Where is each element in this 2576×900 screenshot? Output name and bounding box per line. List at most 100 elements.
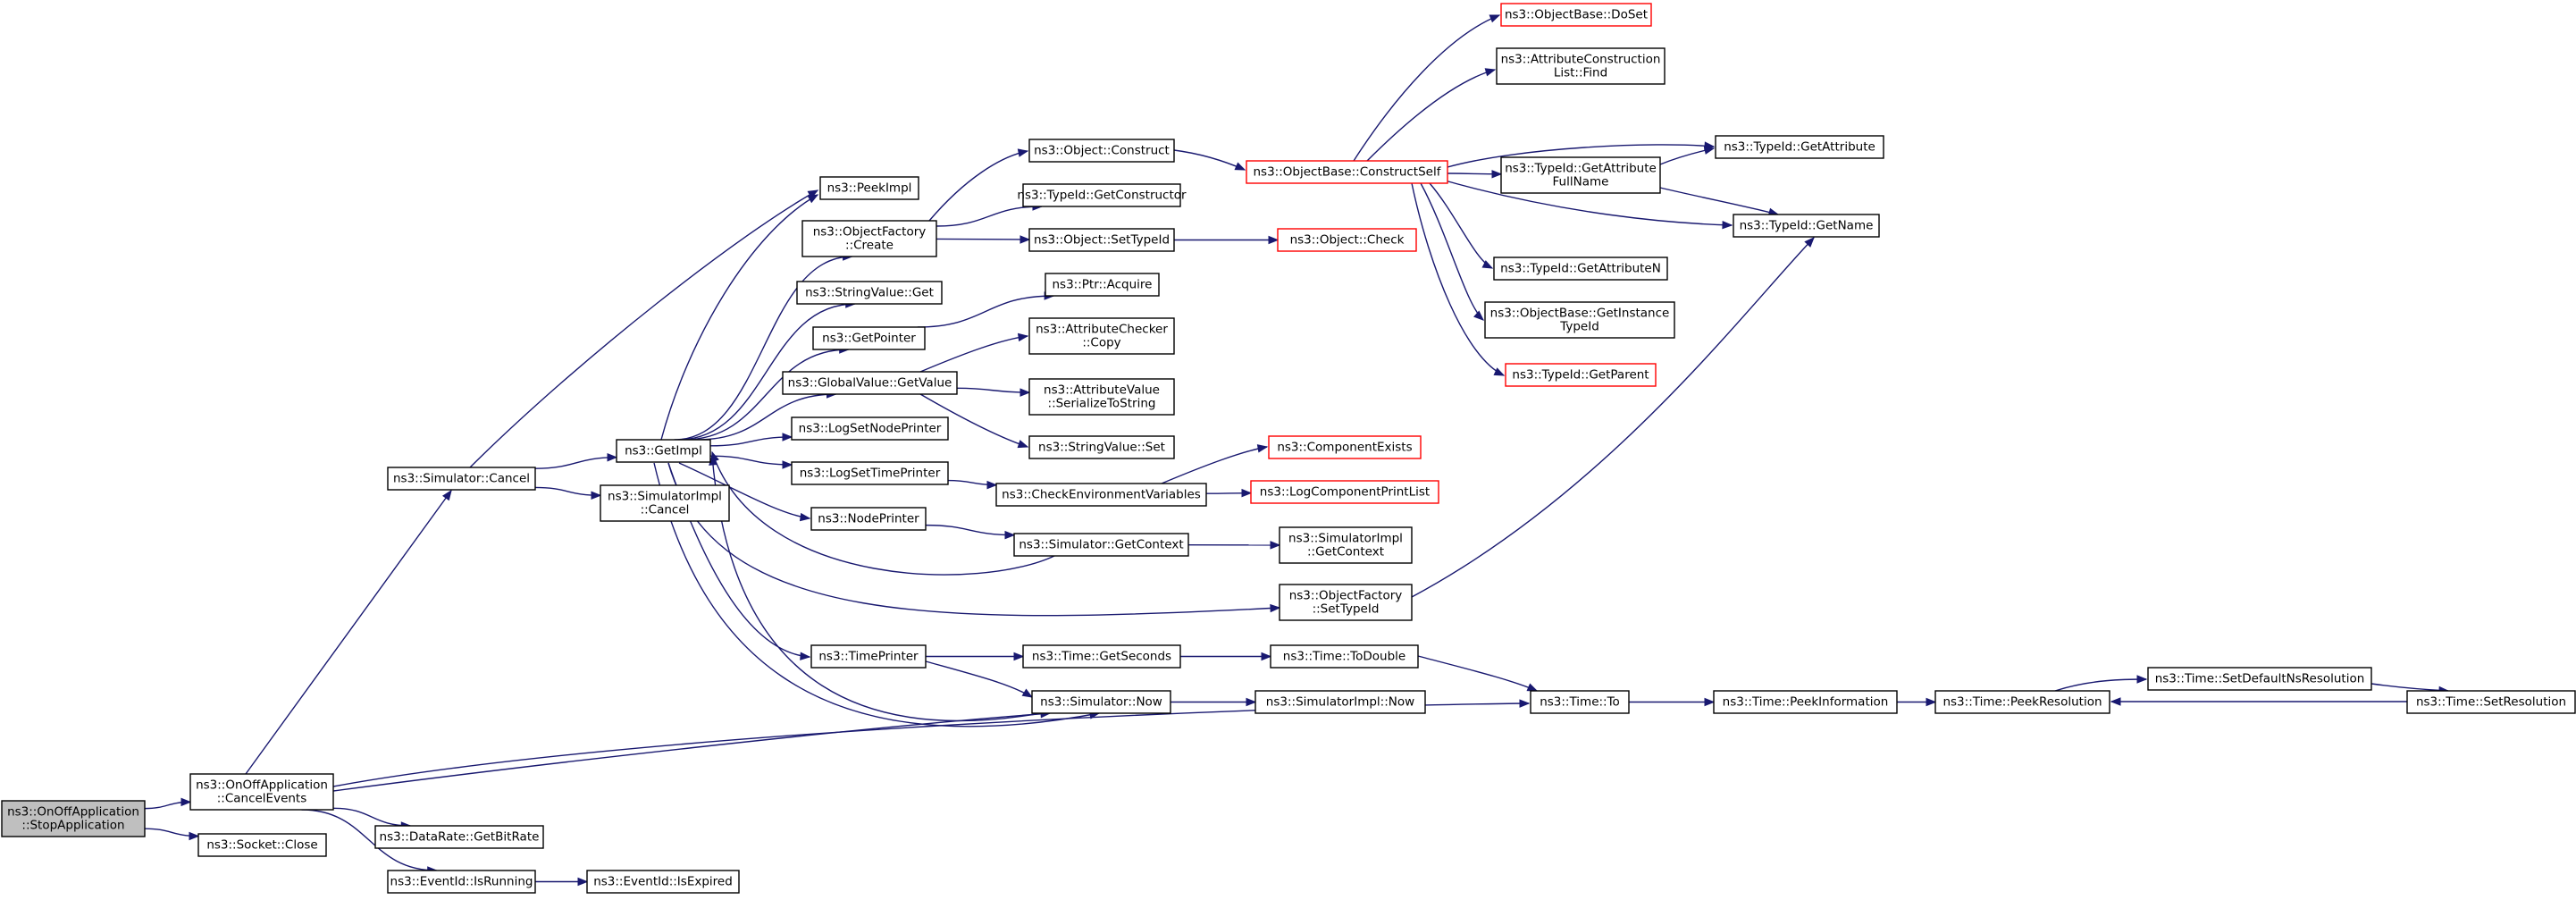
- graph-node-n26[interactable]: ns3::Simulator::GetContext: [1013, 533, 1189, 557]
- node-box: [1, 800, 146, 837]
- edge-n28-n7: [709, 454, 1042, 722]
- edge-line: [1161, 446, 1268, 484]
- graph-node-n9[interactable]: ns3::PeekImpl: [819, 176, 919, 200]
- graph-node-n21[interactable]: ns3::Ptr::Acquire: [1045, 273, 1160, 297]
- graph-node-n29[interactable]: ns3::ObjectBase::ConstructSelf: [1246, 160, 1448, 184]
- edge-line: [1173, 149, 1246, 171]
- node-label: ns3::DataRate::GetBitRate: [380, 830, 540, 845]
- arrowhead-icon: [591, 491, 602, 500]
- graph-node-n7[interactable]: ns3::GetImpl: [616, 439, 711, 463]
- node-label: ns3::StringValue::Get: [805, 286, 934, 300]
- graph-node-n37[interactable]: ns3::Time::To: [1530, 690, 1630, 714]
- graph-node-n12[interactable]: ns3::GetPointer: [812, 326, 926, 350]
- edge-n29-n45: [1438, 178, 1733, 230]
- graph-node-n45[interactable]: ns3::TypeId::GetName: [1733, 214, 1880, 238]
- graph-node-n24[interactable]: ns3::StringValue::Set: [1028, 435, 1175, 459]
- graph-node-n13[interactable]: ns3::GlobalValue::GetValue: [782, 371, 958, 395]
- graph-node-n33[interactable]: ns3::SimulatorImpl::GetContext: [1279, 526, 1413, 564]
- graph-node-n35[interactable]: ns3::Time::ToDouble: [1270, 644, 1419, 669]
- graph-node-n2[interactable]: ns3::Socket::Close: [197, 833, 327, 857]
- node-box: [1505, 363, 1657, 387]
- edge-line: [2054, 678, 2147, 692]
- graph-node-n15[interactable]: ns3::LogSetTimePrinter: [791, 461, 949, 485]
- node-box: [1028, 435, 1175, 459]
- node-label: ns3::Simulator::Now: [1040, 695, 1162, 710]
- graph-node-n23[interactable]: ns3::AttributeValue::SerializeToString: [1028, 378, 1175, 416]
- node-box: [1484, 301, 1675, 339]
- graph-node-n20[interactable]: ns3::Object::SetTypeId: [1028, 228, 1175, 252]
- graph-node-n31[interactable]: ns3::ComponentExists: [1268, 435, 1422, 459]
- graph-node-n25[interactable]: ns3::CheckEnvironmentVariables: [995, 483, 1207, 507]
- graph-node-n10[interactable]: ns3::ObjectFactory::Create: [801, 220, 937, 257]
- graph-node-n34[interactable]: ns3::ObjectFactory::SetTypeId: [1279, 584, 1413, 621]
- graph-node-n5[interactable]: ns3::EventId::IsRunning: [387, 870, 536, 894]
- node-label: ns3::TypeId::GetConstructor: [1017, 189, 1187, 203]
- graph-node-n27[interactable]: ns3::Time::GetSeconds: [1022, 644, 1181, 669]
- graph-node-n0[interactable]: ns3::OnOffApplication::StopApplication: [1, 800, 146, 837]
- graph-node-n49[interactable]: ns3::Time::SetResolution: [2406, 690, 2576, 714]
- arrowhead-icon: [800, 652, 811, 660]
- node-box: [1500, 3, 1652, 27]
- node-box: [1028, 317, 1175, 355]
- node-label: ::Create: [845, 239, 894, 253]
- edge-line: [1353, 14, 1500, 162]
- edge-line: [1447, 144, 1715, 168]
- node-label: ns3::ObjectFactory: [1289, 589, 1403, 603]
- graph-node-n18[interactable]: ns3::Object::Construct: [1028, 139, 1175, 163]
- graph-node-n28[interactable]: ns3::Simulator::Now: [1031, 690, 1171, 714]
- edge-n1-n3: [245, 489, 452, 775]
- edge-n3-n9: [469, 189, 819, 468]
- node-label: ns3::TypeId::GetAttribute: [1724, 140, 1875, 155]
- edge-line: [684, 349, 849, 441]
- graph-node-n30[interactable]: ns3::Object::Check: [1277, 228, 1417, 252]
- graph-node-n41[interactable]: ns3::TypeId::GetAttributeN: [1493, 257, 1668, 281]
- edge-n7-n34: [667, 462, 1281, 617]
- edge-line: [697, 393, 836, 441]
- arrowhead-icon: [1270, 541, 1281, 550]
- graph-node-n44[interactable]: ns3::TypeId::GetAttribute: [1715, 135, 1884, 159]
- edge-n7-n9: [660, 194, 819, 441]
- graph-node-n43[interactable]: ns3::TypeId::GetParent: [1505, 363, 1657, 387]
- edge-line: [677, 303, 855, 441]
- arrowhead-icon: [2136, 675, 2148, 684]
- node-label: ns3::PeekImpl: [827, 181, 912, 196]
- node-box: [2406, 690, 2576, 714]
- node-label: ns3::NodePrinter: [818, 512, 919, 526]
- node-label: ns3::ComponentExists: [1277, 441, 1412, 455]
- graph-node-n46[interactable]: ns3::Time::PeekInformation: [1713, 690, 1898, 714]
- graph-node-n3[interactable]: ns3::Simulator::Cancel: [387, 467, 536, 491]
- node-label: ns3::ObjectBase::ConstructSelf: [1254, 165, 1442, 180]
- arrowhead-icon: [807, 189, 819, 199]
- call-nodes: ns3::OnOffApplication::StopApplicationns…: [1, 3, 2576, 894]
- graph-node-n48[interactable]: ns3::Time::SetDefaultNsResolution: [2147, 667, 2372, 691]
- graph-node-n14[interactable]: ns3::LogSetNodePrinter: [791, 416, 949, 441]
- graph-node-n47[interactable]: ns3::Time::PeekResolution: [1934, 690, 2110, 714]
- graph-node-n38[interactable]: ns3::ObjectBase::DoSet: [1500, 3, 1652, 27]
- graph-node-n32[interactable]: ns3::LogComponentPrintList: [1250, 480, 1439, 504]
- arrowhead-icon: [1481, 260, 1494, 269]
- node-label: ns3::TimePrinter: [818, 650, 919, 664]
- graph-node-n4[interactable]: ns3::DataRate::GetBitRate: [374, 825, 544, 849]
- graph-node-n1[interactable]: ns3::OnOffApplication::CancelEvents: [189, 773, 334, 811]
- node-label: ns3::SimulatorImpl: [1288, 532, 1403, 546]
- arrowhead-icon: [1926, 697, 1937, 707]
- node-label: ns3::GetPointer: [822, 332, 916, 346]
- node-label: ns3::LogComponentPrintList: [1260, 485, 1430, 500]
- graph-node-n16[interactable]: ns3::NodePrinter: [810, 507, 927, 531]
- edge-n49-n47: [2110, 697, 2407, 706]
- arrowhead-icon: [1473, 310, 1485, 321]
- edge-line: [917, 295, 1054, 328]
- graph-node-n22[interactable]: ns3::AttributeChecker::Copy: [1028, 317, 1175, 355]
- graph-node-n36[interactable]: ns3::SimulatorImpl::Now: [1254, 690, 1426, 714]
- graph-node-n17[interactable]: ns3::TimePrinter: [810, 644, 927, 669]
- node-box: [1496, 47, 1666, 85]
- graph-node-n6[interactable]: ns3::EventId::IsExpired: [586, 870, 740, 894]
- edge-n29-n41: [1429, 182, 1494, 269]
- edge-line: [2370, 683, 2449, 692]
- graph-node-n8[interactable]: ns3::SimulatorImpl::Cancel: [600, 484, 730, 522]
- graph-node-n11[interactable]: ns3::StringValue::Get: [796, 281, 943, 305]
- graph-node-n19[interactable]: ns3::TypeId::GetConstructor: [1017, 183, 1187, 207]
